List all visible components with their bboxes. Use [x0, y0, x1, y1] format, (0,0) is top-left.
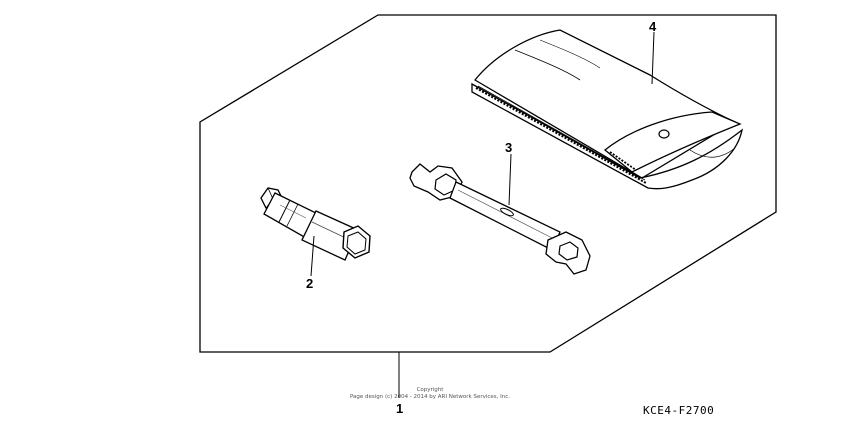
copyright-line-2: Page design (c) 2004 - 2014 by ARI Netwo… [349, 394, 511, 400]
tool-bag[interactable] [471, 29, 743, 190]
diagram-code: KCE4-F2700 [643, 404, 715, 417]
leader-line-3 [508, 153, 512, 206]
spark-plug-wrench[interactable] [260, 187, 371, 261]
open-end-wrench[interactable] [409, 163, 591, 275]
kit-boundary [199, 14, 777, 353]
copyright-notice: Copyright Page design (c) 2004 - 2014 by… [330, 387, 530, 401]
leader-line-4 [651, 31, 655, 85]
callout-1[interactable]: 1 [396, 401, 403, 416]
copyright-line-1: Copyright [416, 387, 444, 393]
callout-2[interactable]: 2 [306, 276, 313, 291]
callout-3[interactable]: 3 [505, 140, 512, 155]
leader-line-2 [310, 235, 315, 277]
callout-4[interactable]: 4 [649, 19, 657, 34]
